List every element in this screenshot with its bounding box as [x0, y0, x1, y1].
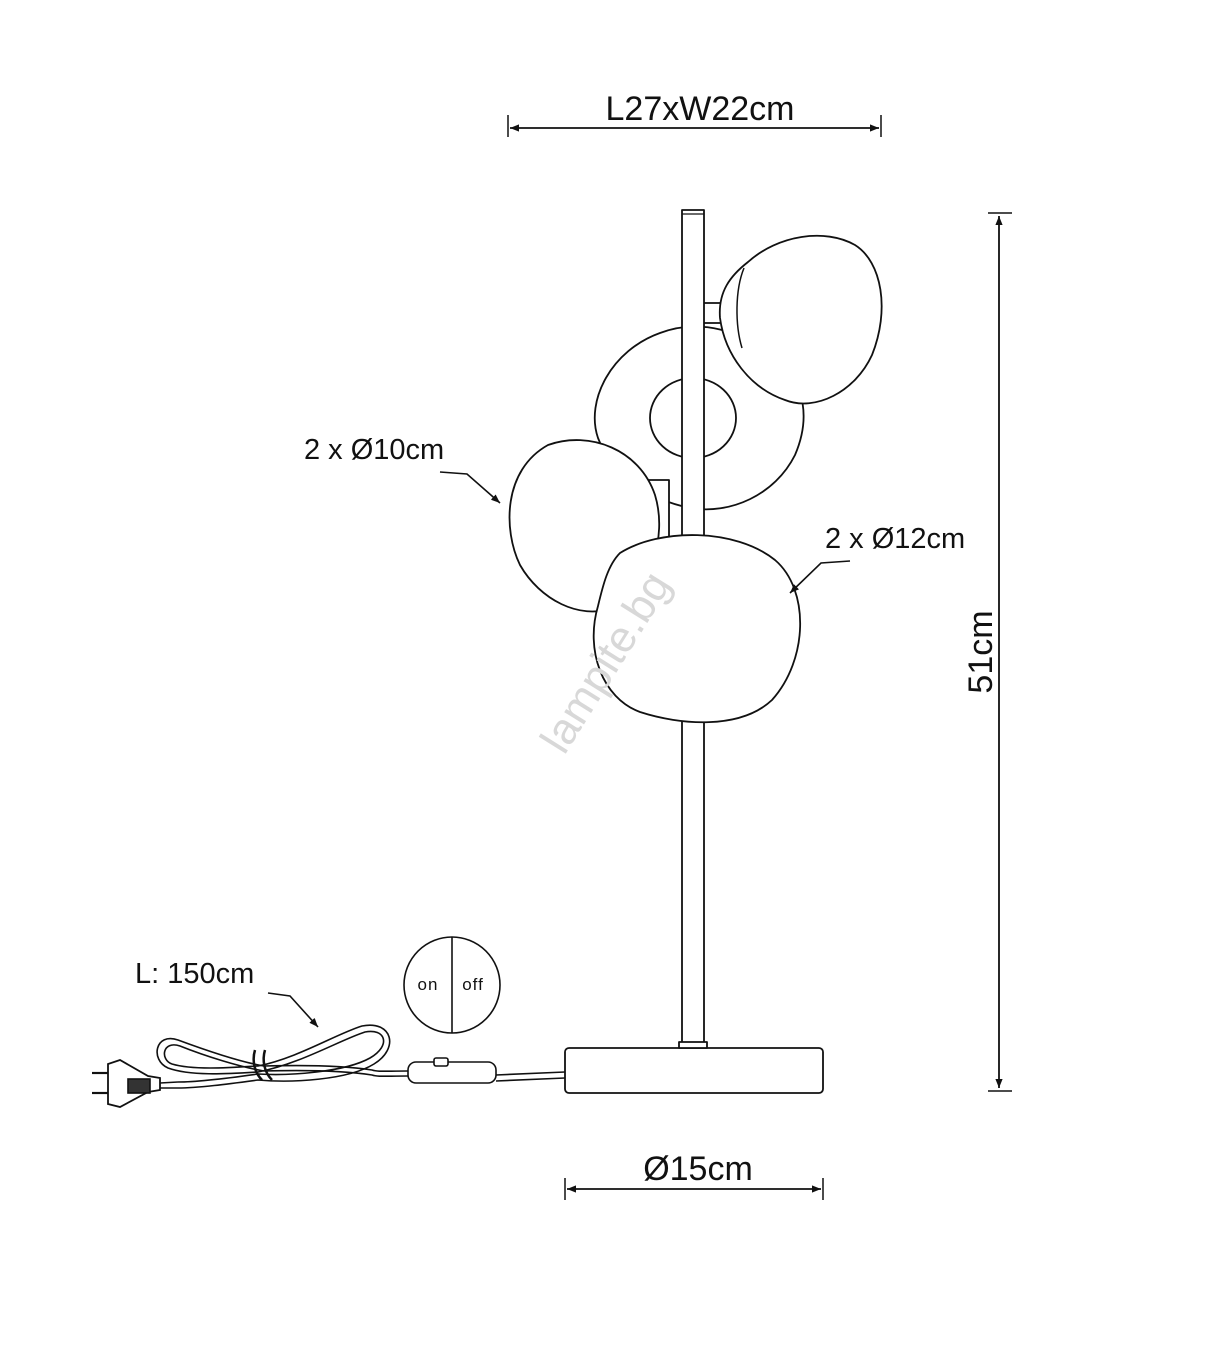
- inline-switch: [407, 1061, 497, 1084]
- power-cable: [92, 1024, 566, 1108]
- small-shades-label: 2 x Ø10cm: [304, 434, 444, 466]
- shade-front-large: [592, 534, 802, 724]
- switch-symbol: on off: [403, 936, 501, 1034]
- width-label: L27xW22cm: [606, 90, 795, 128]
- callout-small-shades: 2 x Ø10cm: [304, 434, 501, 504]
- switch-off-label: off: [462, 975, 484, 994]
- lamp-illustration: [508, 209, 883, 1094]
- base-label: Ø15cm: [643, 1150, 753, 1188]
- base-dimension: Ø15cm: [564, 1150, 824, 1200]
- switch-on-label: on: [418, 975, 439, 994]
- large-shades-label: 2 x Ø12cm: [825, 523, 965, 555]
- shade-upper-small: [718, 234, 883, 405]
- height-dimension: 51cm: [962, 212, 1012, 1092]
- height-label: 51cm: [962, 610, 1000, 693]
- width-dimension: L27xW22cm: [507, 90, 882, 137]
- cable-length-label: L: 150cm: [135, 958, 254, 990]
- callout-large-shades: 2 x Ø12cm: [789, 523, 965, 594]
- lamp-base: [564, 1047, 824, 1094]
- callout-cable: L: 150cm: [135, 958, 319, 1028]
